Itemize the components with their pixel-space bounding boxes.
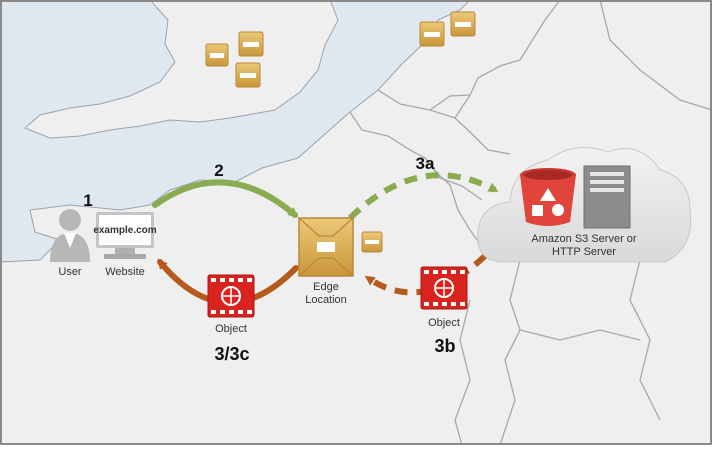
server-label-line1: Amazon S3 Server or [531,233,636,245]
step-3a-label: 3a [416,154,435,173]
arrow-step-3a [347,172,499,221]
edge-location-label-line2: Location [305,294,347,306]
website-url: example.com [93,225,156,236]
edge-location-icon-small [205,43,229,67]
user-label: User [58,266,82,278]
edge-location-icon-small [450,11,476,37]
object-label-left: Object [215,323,247,335]
website-monitor-icon [96,212,154,259]
step-3b-label: 3b [434,336,455,356]
edge-location-icon-small [238,31,264,57]
object-label-right: Object [428,317,460,329]
edge-location-icon-small [235,62,261,88]
edge-location-icon [298,217,354,277]
object-icon [420,266,468,310]
edge-location-icon-small [419,21,445,47]
website-label: Website [105,266,145,278]
s3-bucket-icon [520,168,576,226]
arrow-step-3b [364,238,503,296]
step-3c-label: 3/3c [214,344,249,364]
step-2-label: 2 [214,161,223,180]
user-icon [50,209,90,262]
arrow-step-2 [152,179,299,218]
http-server-icon [583,165,631,229]
step-1-label: 1 [83,191,92,210]
server-label-line2: HTTP Server [552,246,616,258]
edge-location-label-line1: Edge [313,281,339,293]
map-borders [349,0,712,446]
edge-location-icon-small [361,231,383,253]
object-icon [207,274,255,318]
